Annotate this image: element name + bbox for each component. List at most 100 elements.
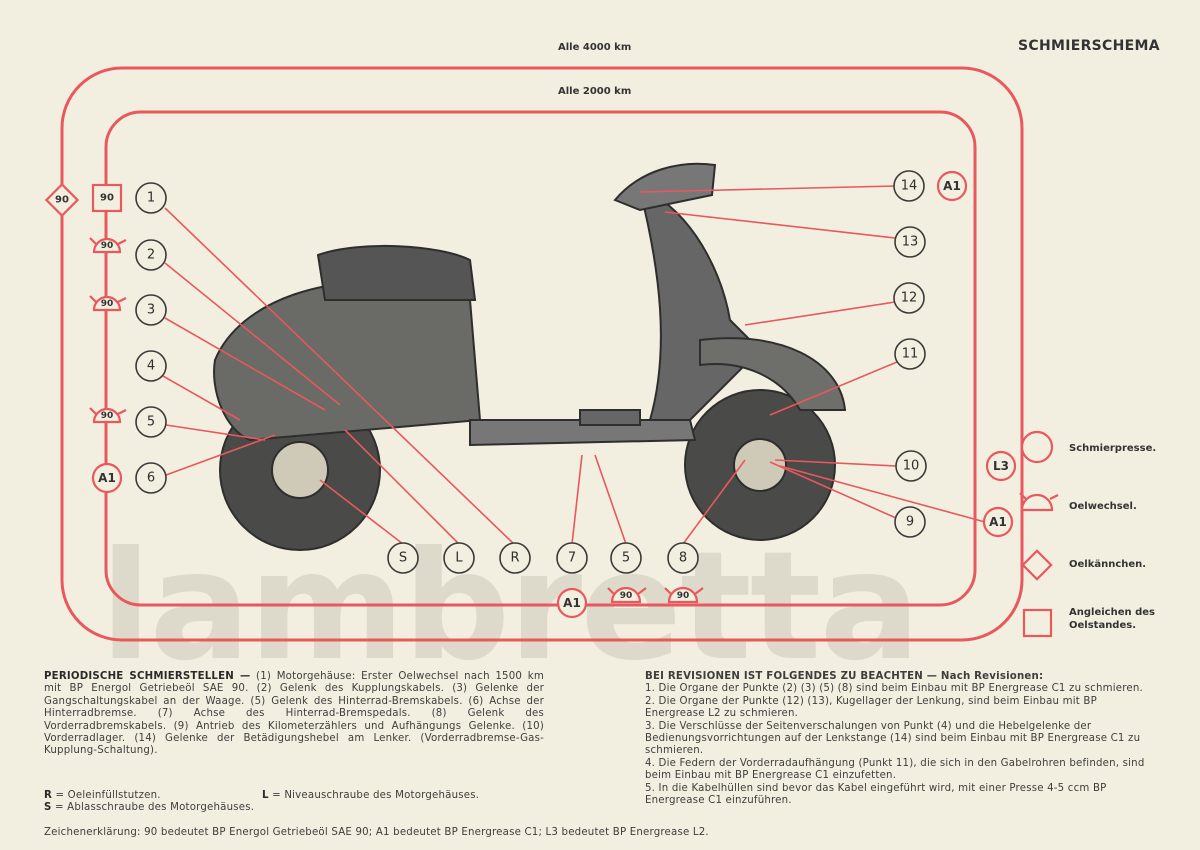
headset [613,162,717,212]
grease-l3-right [985,450,1017,482]
periodic-heading: PERIODISCHE SCHMIERSTELLEN — [44,671,251,682]
abbreviation-l: L = Niveauschraube des Motorgehäuses. [262,790,479,802]
callout-l [443,542,475,574]
callout-label: 11 [902,347,919,362]
oil-change-icon [89,237,127,254]
oil-level-square-icon [91,183,123,213]
oil-change-icon [89,295,127,312]
callout-label: 3 [147,303,155,318]
callout-12 [893,282,925,314]
callout-label: 6 [147,471,155,486]
callout-5b [610,542,642,574]
oil-can-diamond-icon [44,182,80,218]
grease-a1-top [936,170,968,202]
scooter-drawing [213,162,847,551]
revision-notes: BEI REVISIONEN IST FOLGENDES ZU BEACHTEN… [645,671,1150,807]
marker-label: 90 [101,299,114,309]
legend-oil-level-label: Angleichen des Oelstandes. [1069,607,1155,631]
callout-label: S [399,551,407,566]
marker-label: A1 [563,596,581,610]
callout-8 [667,542,699,574]
callout-label: 12 [901,291,918,306]
marker-label: 90 [101,411,114,421]
callout-label: 13 [902,235,919,250]
marker-label: A1 [943,179,961,193]
abbr-key: R [44,790,53,801]
marker-label: A1 [98,471,116,485]
marker-label: A1 [989,515,1007,529]
callout-label: 2 [147,248,155,263]
legend-oil-change-label: Oelwechsel. [1069,501,1137,512]
revision-item: 1. Die Organe der Punkte (2) (3) (5) (8)… [645,683,1143,695]
abbr-text: = Oeleinfüllstutzen. [55,790,161,801]
symbol-key-line: Zeichenerklärung: 90 bedeutet BP Energol… [44,827,709,838]
revision-item: 5. In die Kabelhüllen sind bevor das Kab… [645,782,1107,807]
marker-label: L3 [993,459,1009,473]
callout-14 [893,170,925,202]
callout-3 [135,294,167,326]
abbr-key: S [44,802,52,813]
callout-s [387,542,419,574]
abbr-key: L [262,790,269,801]
callout-label: 7 [568,551,576,566]
callout-1 [135,182,167,214]
marker-label: 90 [677,591,690,601]
callout-6 [135,462,167,494]
grease-a1-right [982,506,1014,538]
callout-13 [894,226,926,258]
callout-r [499,542,531,574]
revision-item: 3. Die Verschlüsse der Seitenverschalung… [645,720,1141,757]
callout-label: 8 [679,551,687,566]
marker-label: 90 [55,195,69,206]
interval-4000km-label: Alle 4000 km [558,42,632,53]
callout-9 [894,506,926,538]
callout-5 [135,406,167,438]
callout-4 [135,350,167,382]
lubrication-diagram: 1 2 3 4 5 6 S L R 7 5 8 14 13 12 11 10 9 [44,66,1059,642]
abbreviation-s: S = Ablasschraube des Motorgehäuses. [44,802,254,814]
callout-label: 14 [901,179,918,194]
callout-label: 10 [903,459,920,474]
revision-item: 4. Die Federn der Vorderradaufhängung (P… [645,757,1145,782]
oil-change-icon [664,586,704,604]
legend-oil-change-icon [1019,492,1059,512]
legend-oil-level-icon [1022,608,1053,638]
marker-label: 90 [100,193,114,204]
callout-label: 5 [147,415,155,430]
revision-item: 2. Die Organe der Punkte (12) (13), Kuge… [645,695,1097,720]
interval-2000km-label: Alle 2000 km [558,86,632,97]
callout-label: L [455,551,463,566]
periodic-lubrication-text: PERIODISCHE SCHMIERSTELLEN — (1) Motorge… [44,671,544,758]
legend-grease-gun-label: Schmierpresse. [1069,443,1157,454]
callout-label: 4 [147,359,155,374]
callout-label: 5 [622,551,630,566]
legend-oil-can-label: Oelkännchen. [1069,559,1147,570]
frame-2000km [104,110,977,607]
grease-a1-left [91,462,123,494]
callout-label: R [510,551,519,566]
callout-label: 9 [906,515,914,530]
leader-lines [162,185,986,546]
callout-label: 1 [147,191,155,206]
legend-grease-gun-icon [1020,430,1054,464]
periodic-body: (1) Motorgehäuse: Erster Oelwechsel nach… [44,671,544,757]
oil-change-icon [89,407,127,424]
callout-7 [556,542,588,574]
abbr-text: = Ablasschraube des Motorgehäuses. [55,802,255,813]
marker-label: 90 [101,241,114,251]
revision-heading: BEI REVISIONEN IST FOLGENDES ZU BEACHTEN… [645,671,1044,682]
leg-shield [638,188,762,421]
seat [316,244,477,301]
callout-2 [135,239,167,271]
legend-oil-can-icon [1021,549,1053,581]
body-panel [213,280,482,442]
callout-11 [894,338,926,370]
callout-10 [895,450,927,482]
page-title: SCHMIERSCHEMA [1018,38,1160,54]
oil-change-icon [607,586,647,604]
marker-label: 90 [620,591,633,601]
abbr-text: = Niveauschraube des Motorgehäuses. [272,790,480,801]
grease-a1-bottom [556,587,588,619]
frame-4000km [60,66,1024,642]
abbreviation-r: R = Oeleinfüllstutzen. [44,790,161,802]
